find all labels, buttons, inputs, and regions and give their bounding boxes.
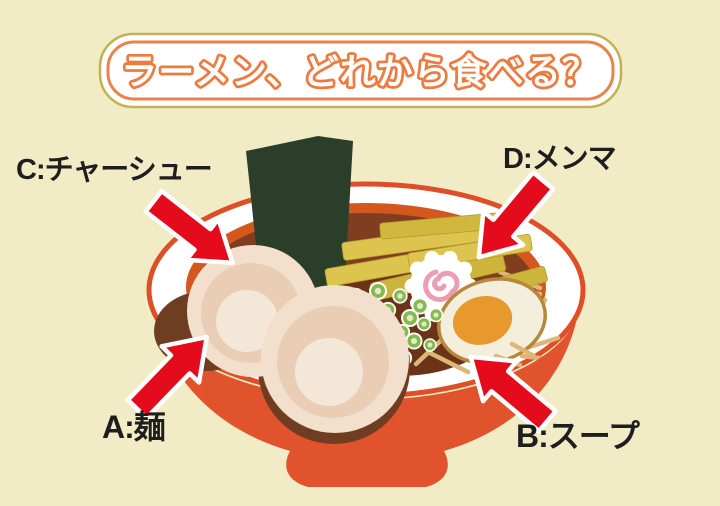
soft-boiled-egg [437,277,547,365]
bowl-body [152,300,580,487]
label-d-menma: D:メンマ [503,143,617,175]
label-a-noodles: A:麺 [102,409,166,445]
label-b-soup: B:スープ [516,418,640,454]
egg-yolk [452,295,513,345]
label-c-chashu: C:チャーシュー [16,154,213,186]
ramen-bowl-illustration [146,136,586,487]
title-border-inner [106,40,615,101]
quiz-title: ラーメン、どれから食べる？ [121,51,598,92]
title-box: ラーメン、どれから食べる？ [98,32,623,109]
chashu-slice [261,285,409,433]
chashu-slice [187,245,319,377]
naruto-spiral [423,269,460,303]
